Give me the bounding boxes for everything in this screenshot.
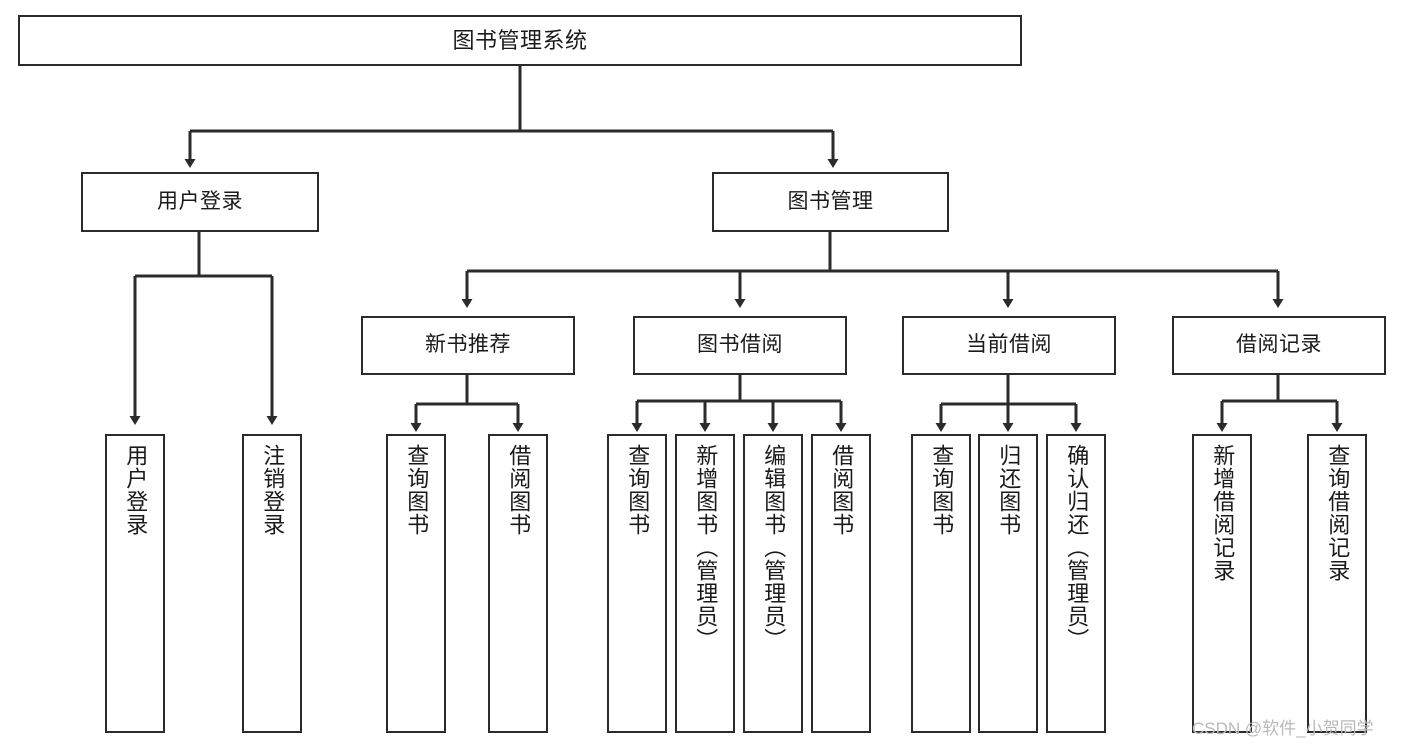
node-leaf-confirm-return-label: 确认归还（管理员） [1064, 444, 1090, 651]
node-leaf-query-book-2-label: 查询图书 [625, 444, 651, 536]
node-leaf-return-book[interactable]: 归还图书 [978, 434, 1038, 733]
node-leaf-add-record[interactable]: 新增借阅记录 [1192, 434, 1252, 733]
node-leaf-logout-label: 注销登录 [260, 444, 286, 536]
node-leaf-query-book-1-label: 查询图书 [404, 444, 430, 536]
node-leaf-return-book-label: 归还图书 [996, 444, 1022, 536]
node-leaf-borrow-book-1[interactable]: 借阅图书 [488, 434, 548, 733]
node-book-management-label: 图书管理 [787, 189, 874, 213]
node-borrow-record-label: 借阅记录 [1236, 333, 1322, 357]
node-leaf-user-login-label: 用户登录 [123, 444, 149, 536]
watermark-text: CSDN @软件_小贺同学 [1192, 719, 1374, 738]
node-user-login[interactable]: 用户登录 [81, 172, 319, 232]
node-leaf-edit-book-label: 编辑图书（管理员） [761, 444, 787, 651]
node-book-borrow[interactable]: 图书借阅 [633, 316, 847, 375]
node-leaf-confirm-return[interactable]: 确认归还（管理员） [1046, 434, 1106, 733]
node-leaf-query-book-3[interactable]: 查询图书 [911, 434, 971, 733]
node-leaf-borrow-book-1-label: 借阅图书 [506, 444, 532, 536]
node-leaf-user-login[interactable]: 用户登录 [105, 434, 165, 733]
node-leaf-borrow-book-2-label: 借阅图书 [829, 444, 855, 536]
node-new-book-recommend[interactable]: 新书推荐 [361, 316, 575, 375]
node-leaf-logout[interactable]: 注销登录 [242, 434, 302, 733]
node-leaf-add-book-label: 新增图书（管理员） [693, 444, 719, 651]
node-leaf-query-book-2[interactable]: 查询图书 [607, 434, 667, 733]
node-leaf-borrow-book-2[interactable]: 借阅图书 [811, 434, 871, 733]
node-current-borrow[interactable]: 当前借阅 [902, 316, 1116, 375]
node-current-borrow-label: 当前借阅 [966, 333, 1052, 357]
node-leaf-query-book-1[interactable]: 查询图书 [386, 434, 446, 733]
node-root[interactable]: 图书管理系统 [18, 15, 1022, 66]
node-new-book-recommend-label: 新书推荐 [425, 333, 511, 357]
node-leaf-add-book[interactable]: 新增图书（管理员） [675, 434, 735, 733]
node-leaf-query-record-label: 查询借阅记录 [1325, 444, 1351, 582]
node-book-management[interactable]: 图书管理 [712, 172, 949, 232]
node-leaf-edit-book[interactable]: 编辑图书（管理员） [743, 434, 803, 733]
node-leaf-add-record-label: 新增借阅记录 [1210, 444, 1236, 582]
node-book-borrow-label: 图书借阅 [697, 333, 783, 357]
node-root-label: 图书管理系统 [452, 27, 588, 53]
node-borrow-record[interactable]: 借阅记录 [1172, 316, 1386, 375]
node-leaf-query-record[interactable]: 查询借阅记录 [1307, 434, 1367, 733]
node-user-login-label: 用户登录 [157, 189, 243, 213]
node-leaf-query-book-3-label: 查询图书 [929, 444, 955, 536]
